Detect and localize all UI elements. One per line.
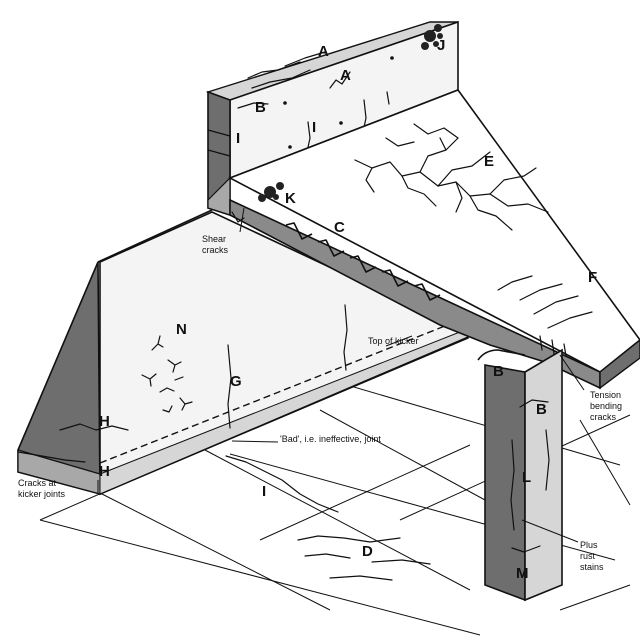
note-shear-1: Shear <box>202 234 226 244</box>
label-i-ground: I <box>262 483 266 500</box>
label-i-end: I <box>236 130 240 147</box>
label-j: J <box>437 37 445 54</box>
label-k: K <box>285 190 296 207</box>
label-m: M <box>516 565 529 582</box>
note-rust-3: stains <box>580 562 604 572</box>
note-tension-3: cracks <box>590 412 617 422</box>
label-b-column: B <box>536 401 547 418</box>
note-top-of-kicker: Top of kicker <box>368 336 419 346</box>
note-shear-2: cracks <box>202 245 229 255</box>
label-d: D <box>362 543 373 560</box>
note-bad-joint: 'Bad', i.e. ineffective, joint <box>280 434 381 444</box>
note-rust-2: rust <box>580 551 596 561</box>
label-e: E <box>484 153 494 170</box>
label-i-face: I <box>312 119 316 136</box>
label-n: N <box>176 321 187 338</box>
note-tension-1: Tension <box>590 390 621 400</box>
label-h-upper: H <box>99 413 110 430</box>
note-rust-1: Plus <box>580 540 598 550</box>
label-f: F <box>588 269 597 286</box>
label-g: G <box>230 373 242 390</box>
label-h-lower: H <box>99 463 110 480</box>
label-l: L <box>522 469 531 486</box>
note-tension-2: bending <box>590 401 622 411</box>
column <box>478 336 566 600</box>
ground-cracks <box>226 456 430 580</box>
note-kicker-2: kicker joints <box>18 489 66 499</box>
label-b-parapet: B <box>255 99 266 116</box>
label-c: C <box>334 219 345 236</box>
label-a-face: A <box>340 67 351 84</box>
label-b-beam: B <box>493 363 504 380</box>
label-a-top: A <box>318 43 329 60</box>
note-kicker-1: Cracks at <box>18 478 57 488</box>
